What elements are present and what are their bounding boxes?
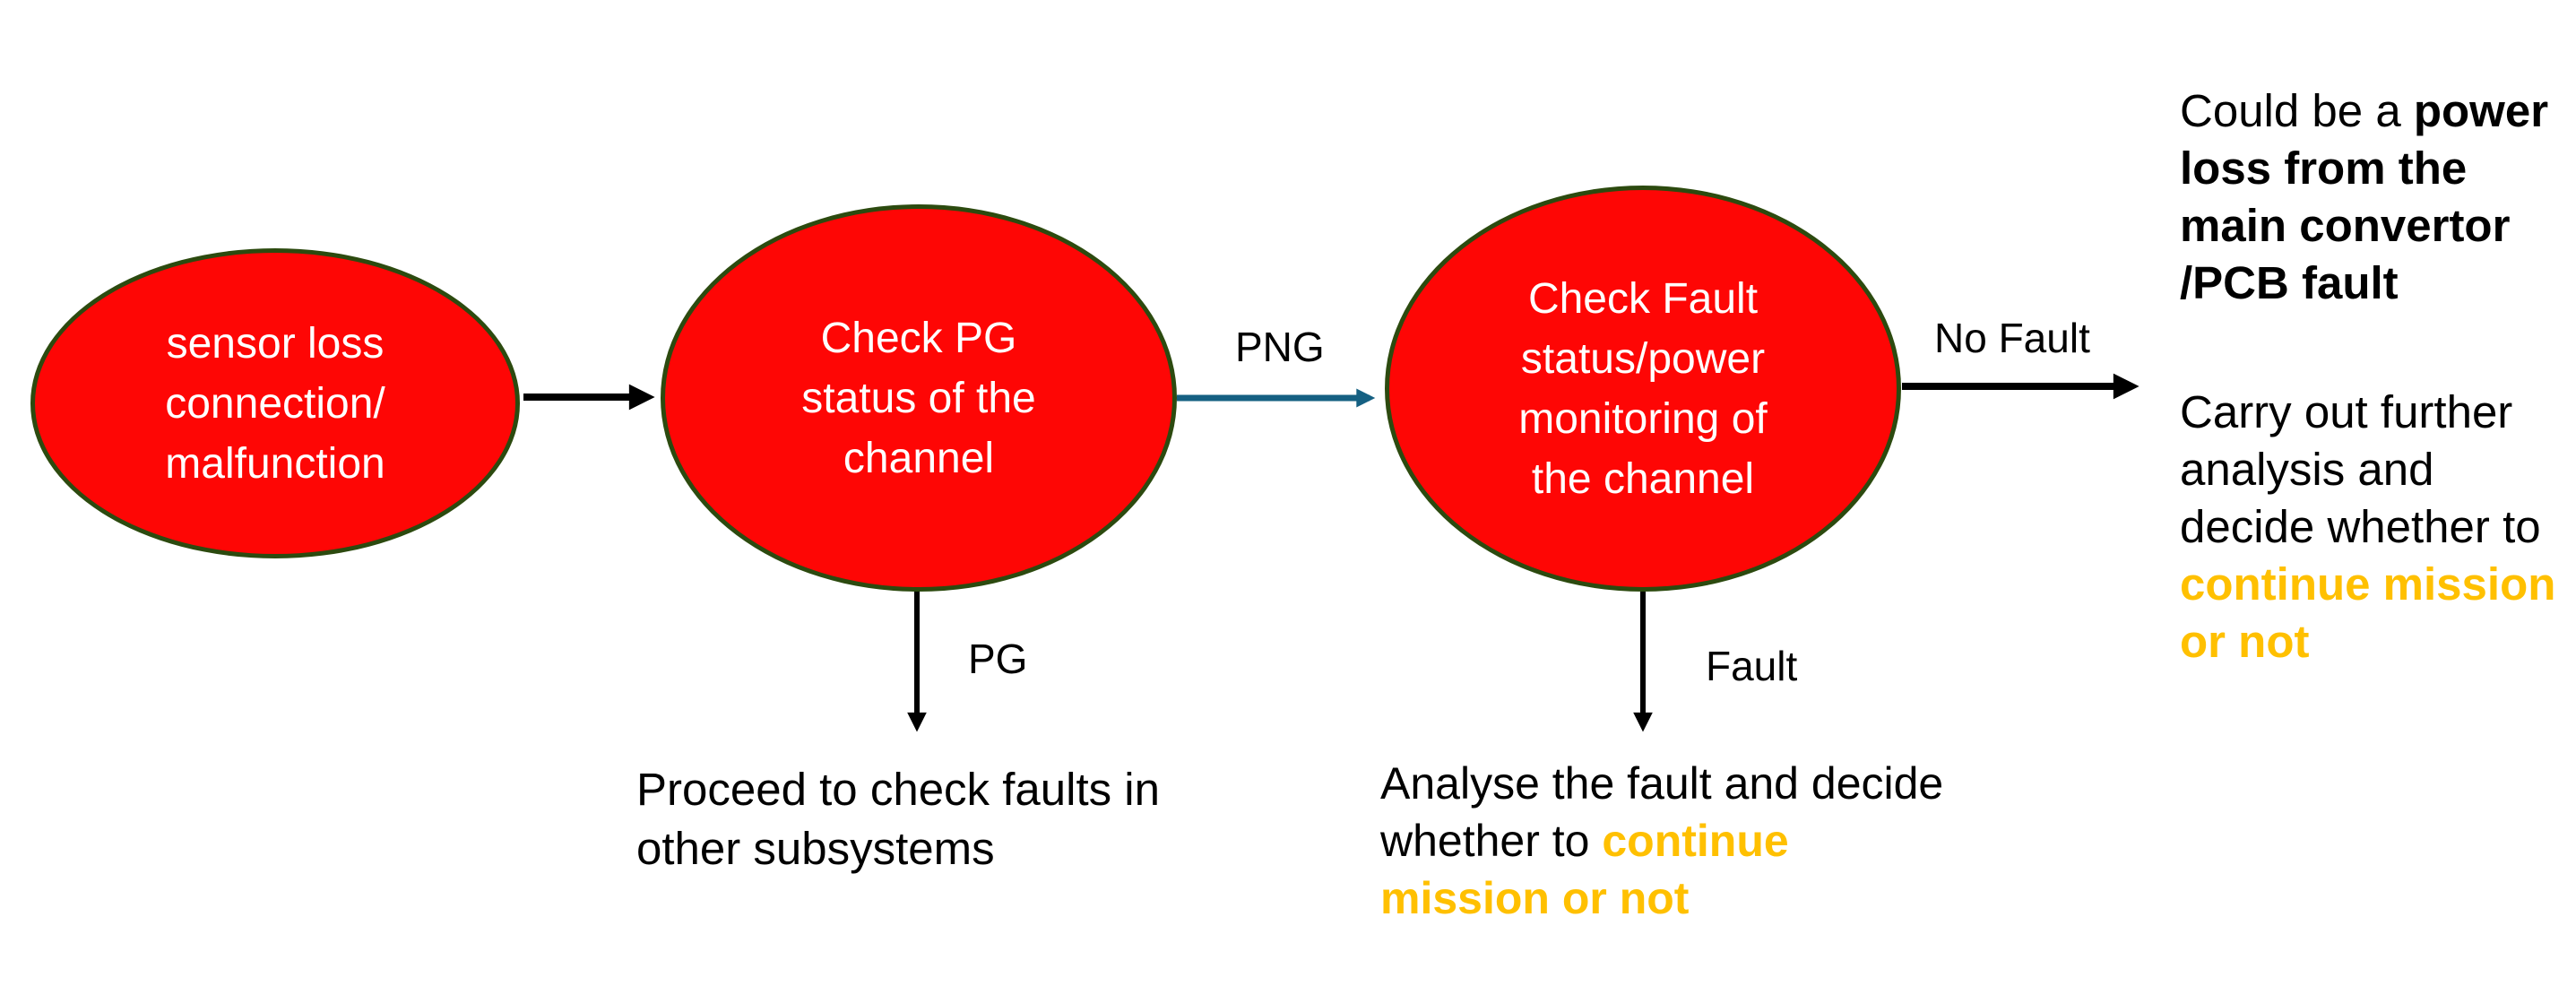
note-line: decide whether to <box>2180 501 2541 552</box>
note-text-bold: power <box>2413 85 2549 136</box>
note-no-fault-outcome: Could be a power loss from the main conv… <box>2180 82 2576 670</box>
node-text: status/power <box>1520 334 1766 383</box>
note-text-highlight: continue <box>1602 816 1789 866</box>
edge-label-pg: PG <box>968 636 1028 682</box>
note-proceed-other-subsystems: Proceed to check faults in other subsyst… <box>636 760 1160 878</box>
node-text: the channel <box>1531 454 1755 503</box>
note-text-highlight: continue mission <box>2180 558 2556 610</box>
edge-label-fault: Fault <box>1706 643 1798 689</box>
note-text: whether to <box>1380 816 1603 866</box>
edge-label-png: PNG <box>1235 324 1325 370</box>
note-line: Analyse the fault and decide <box>1380 758 1944 809</box>
outcome-paragraph-power-loss: Could be a power loss from the main conv… <box>2180 82 2576 312</box>
node-text: Check Fault <box>1527 274 1759 323</box>
note-text-bold: main convertor <box>2180 200 2511 251</box>
node-text: Check PG <box>820 314 1017 362</box>
node-check-fault: Check Fault status/power monitoring of t… <box>1385 186 1901 592</box>
note-line: whether to continue <box>1380 812 1943 869</box>
note-line: Proceed to check faults in <box>636 764 1160 815</box>
note-analyse-fault: Analyse the fault and decide whether to … <box>1380 755 1943 927</box>
note-text: Could be a <box>2180 85 2414 136</box>
note-text-highlight: mission or not <box>1380 873 1690 923</box>
node-text: malfunction <box>165 439 385 488</box>
node-text: channel <box>843 434 995 482</box>
note-text-bold: /PCB fault <box>2180 257 2399 308</box>
node-text: monitoring of <box>1518 394 1768 443</box>
note-line: analysis and <box>2180 444 2434 495</box>
node-text: connection/ <box>165 379 385 428</box>
node-text: status of the <box>801 374 1036 422</box>
note-line: Carry out further <box>2180 386 2513 437</box>
note-text-bold: loss from the <box>2180 143 2468 194</box>
note-text-highlight: or not <box>2180 616 2310 667</box>
edge-label-no-fault: No Fault <box>1934 315 2090 361</box>
outcome-paragraph-further-analysis: Carry out further analysis and decide wh… <box>2180 384 2576 670</box>
note-line: other subsystems <box>636 823 995 874</box>
node-text: sensor loss <box>166 319 385 368</box>
note-line: Could be a power <box>2180 82 2576 140</box>
node-check-pg: Check PG status of the channel <box>661 204 1177 592</box>
node-sensor-loss: sensor loss connection/ malfunction <box>30 248 520 558</box>
